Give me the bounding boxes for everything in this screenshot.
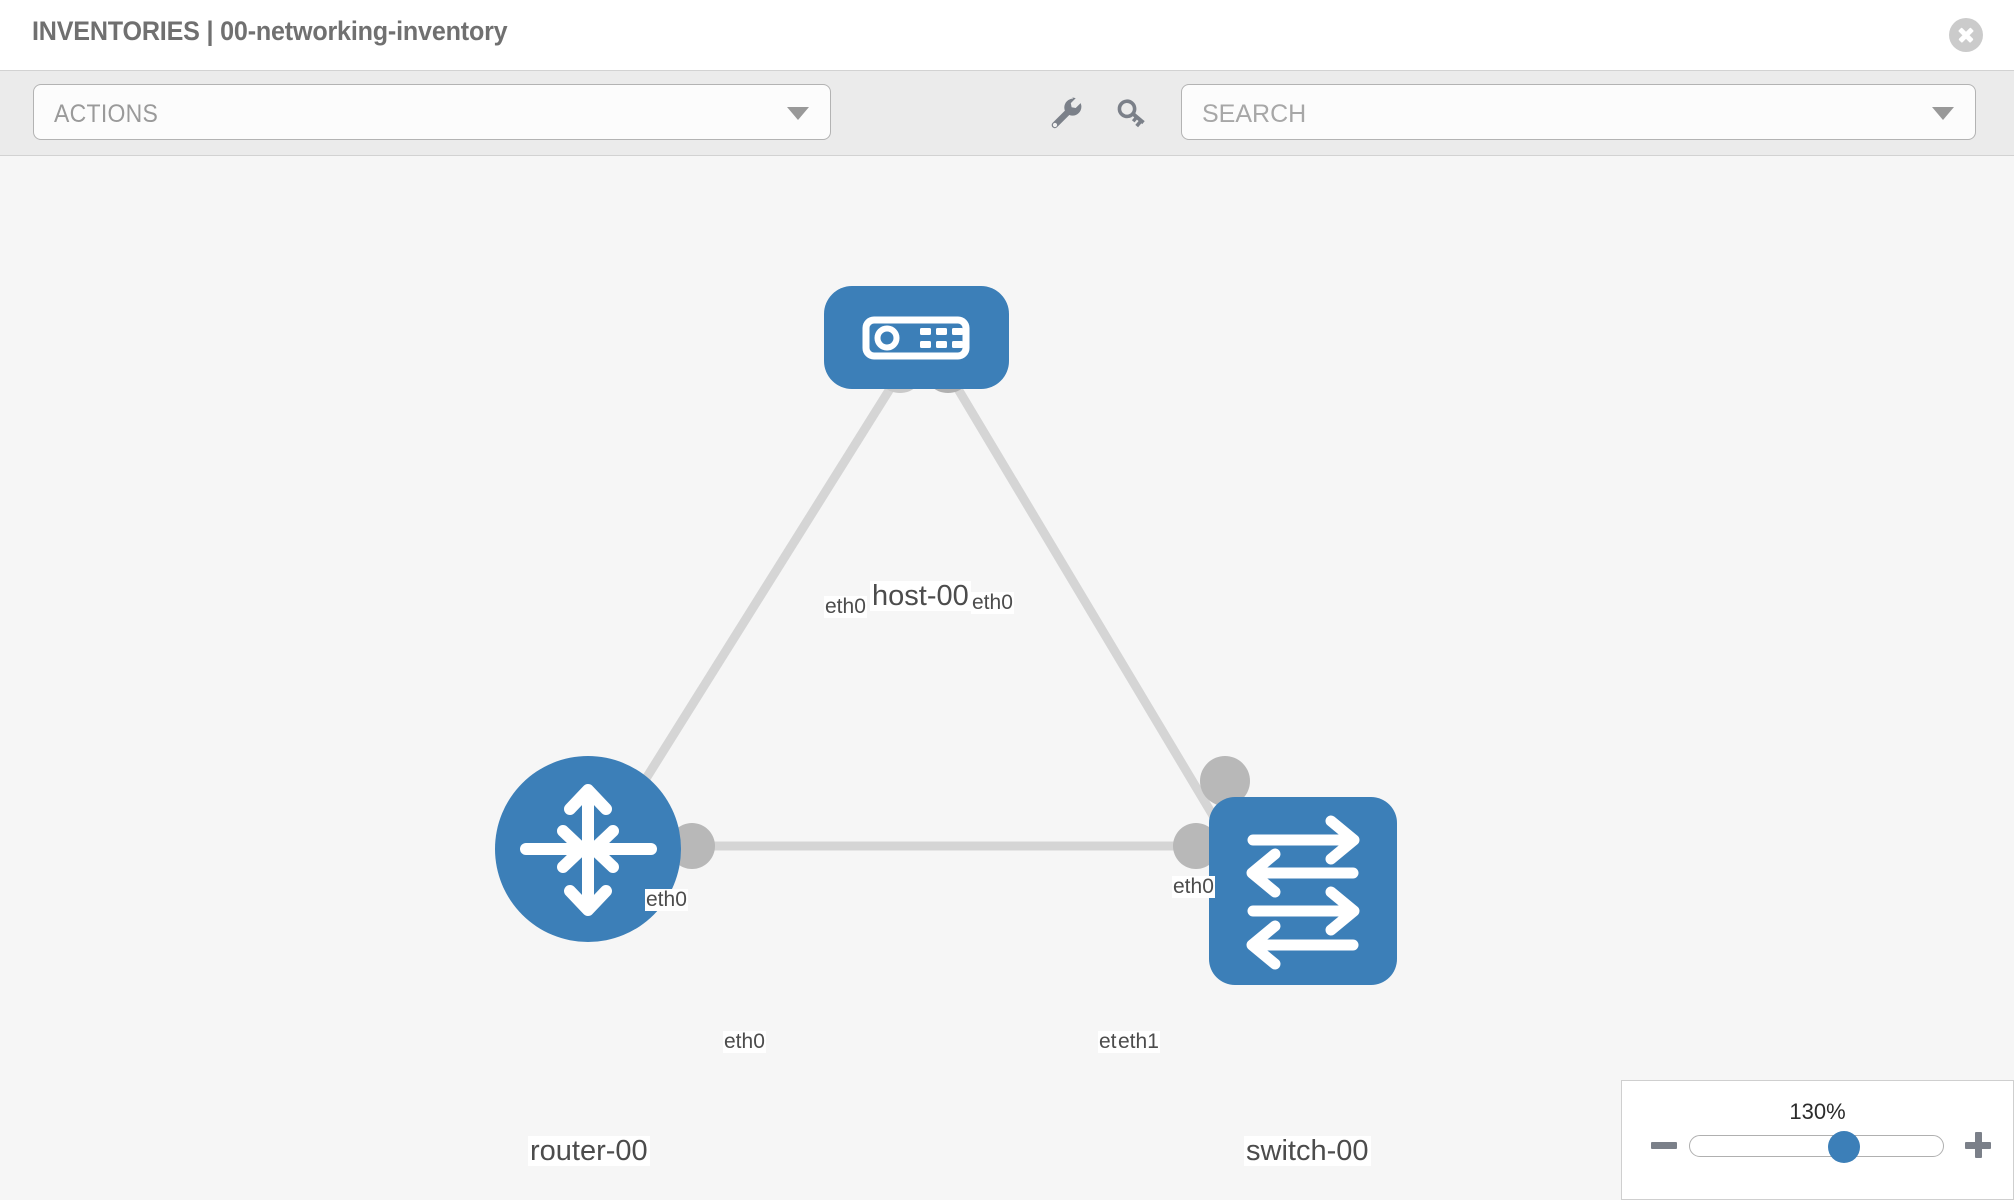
- minus-icon[interactable]: [1651, 1132, 1677, 1158]
- zoom-control: 130%: [1621, 1080, 2014, 1200]
- zoom-percent-label: 130%: [1789, 1099, 1846, 1124]
- port-switch-eth1[interactable]: [1173, 823, 1219, 869]
- node-switch-00[interactable]: [1209, 797, 1397, 985]
- chevron-down-icon: [787, 107, 809, 120]
- key-icon[interactable]: [1114, 95, 1150, 131]
- port-switch-eth0[interactable]: [1200, 756, 1250, 806]
- wrench-icon[interactable]: [1048, 95, 1084, 131]
- node-router-00[interactable]: [495, 756, 681, 942]
- node-label-host: host-00: [870, 580, 971, 612]
- topology-graph: [495, 286, 1397, 985]
- chevron-down-icon[interactable]: [1932, 107, 1954, 120]
- topology-canvas[interactable]: eth0 eth0 eth0 eth0 eth0 eth0 eth1 host-…: [0, 156, 2014, 1200]
- node-label-router: router-00: [528, 1135, 650, 1167]
- iface-label: eth0: [824, 595, 867, 619]
- page-title: INVENTORIES | 00-networking-inventory: [32, 16, 508, 46]
- search-input[interactable]: [1200, 97, 1904, 131]
- window-header: INVENTORIES | 00-networking-inventory: [0, 0, 2014, 70]
- actions-dropdown-label: ACTIONS: [54, 100, 159, 128]
- node-label-switch: switch-00: [1244, 1135, 1371, 1167]
- close-icon[interactable]: [1949, 18, 1983, 52]
- zoom-slider-thumb[interactable]: [1828, 1131, 1861, 1163]
- actions-dropdown[interactable]: ACTIONS: [33, 84, 831, 140]
- iface-label: eth0: [971, 591, 1014, 615]
- iface-label: eth0: [723, 1030, 766, 1054]
- edge-host-router[interactable]: [601, 381, 897, 847]
- search-field[interactable]: [1181, 84, 1976, 140]
- iface-label: eth1: [1117, 1030, 1160, 1054]
- edge-host-switch[interactable]: [951, 381, 1234, 847]
- node-host-00[interactable]: [824, 286, 1009, 389]
- zoom-slider-track[interactable]: [1689, 1131, 1944, 1163]
- iface-label: eth0: [1172, 875, 1215, 899]
- topology-edges: [601, 381, 1234, 851]
- toolbar: ACTIONS: [0, 70, 2014, 156]
- iface-label: eth0: [645, 888, 688, 912]
- plus-icon[interactable]: [1965, 1132, 1991, 1158]
